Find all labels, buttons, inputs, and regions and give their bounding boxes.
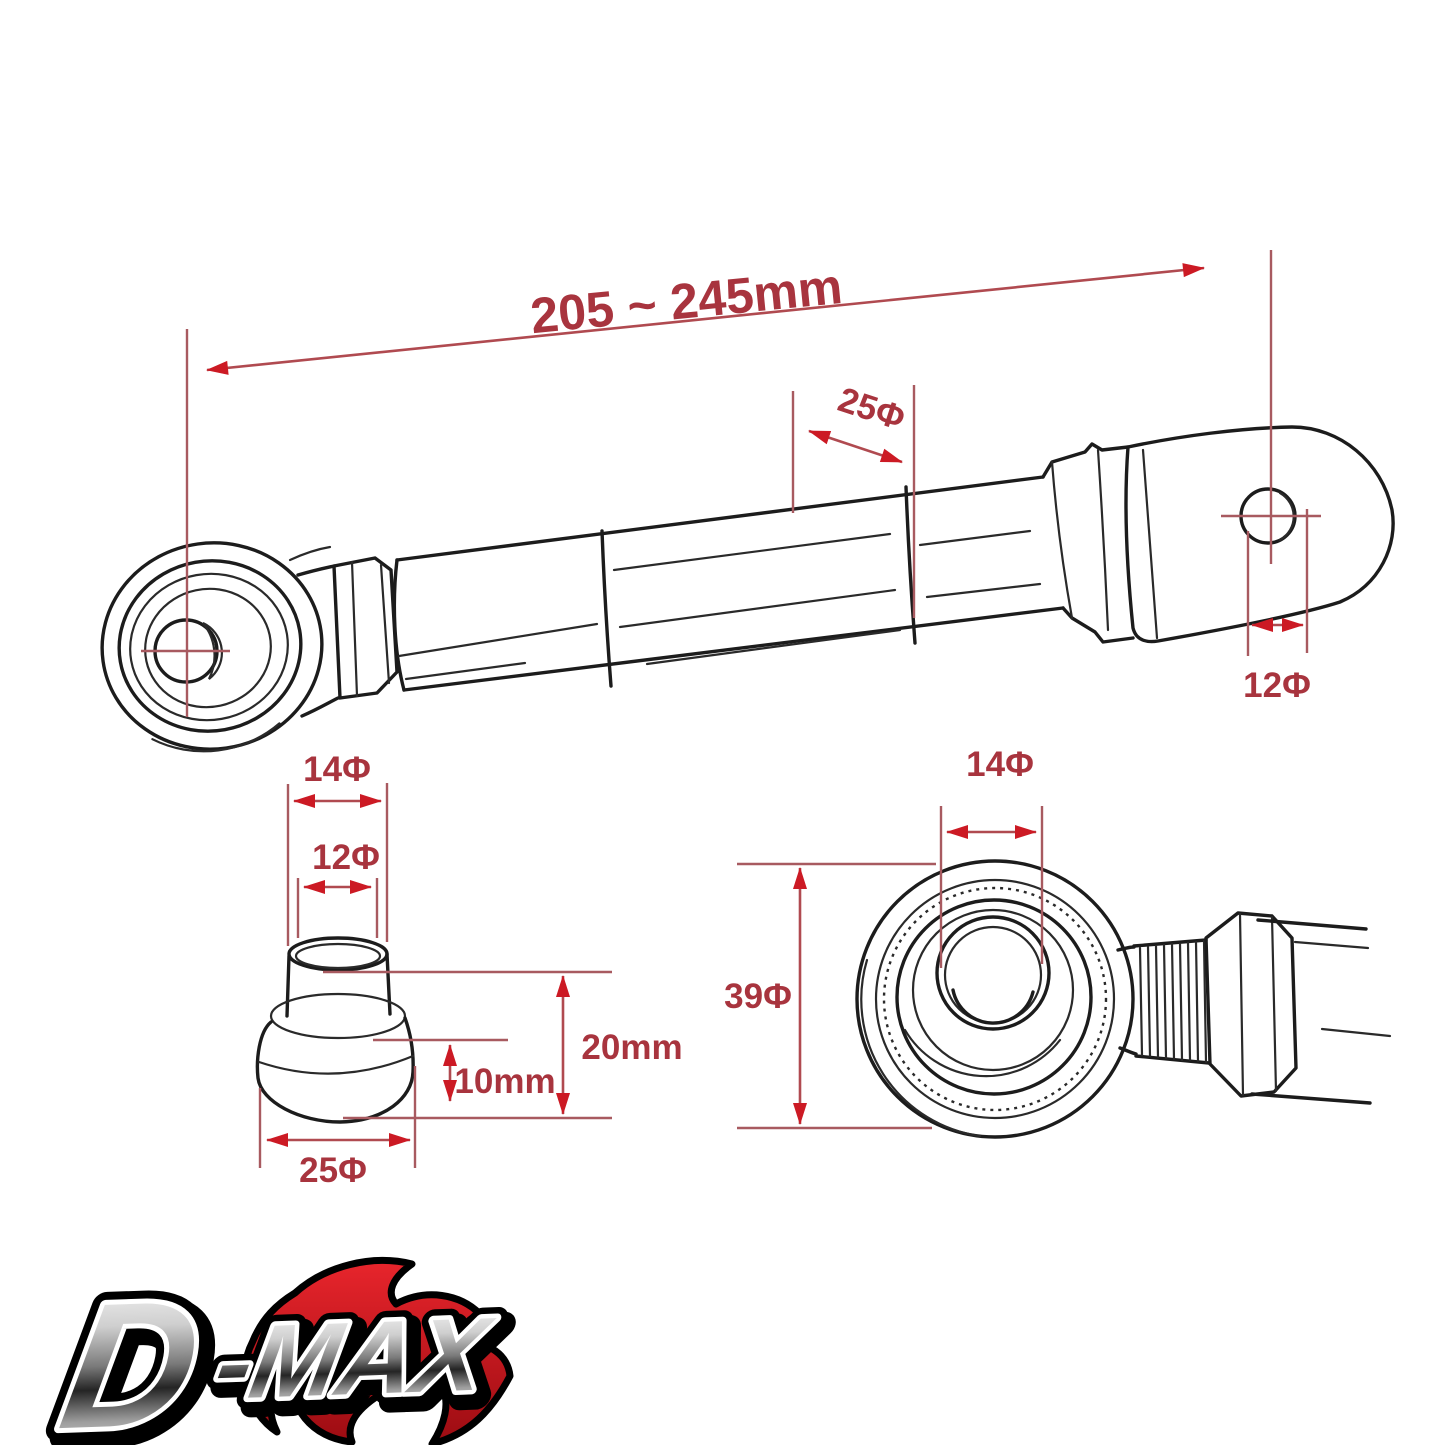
- bushing-top-od-label: 14Φ: [303, 750, 371, 789]
- thread-lines: [1138, 939, 1208, 1064]
- rod-end-dimensions: 14Φ 39Φ: [724, 745, 1044, 1130]
- bushing-base-od-label: 25Φ: [299, 1151, 367, 1190]
- logo-rest-outline: -MAX: [207, 1297, 501, 1422]
- left-rod-end-drawing: [100, 541, 340, 753]
- bushing-dimensions: 14Φ 12Φ 20mm 10mm 25Φ: [258, 750, 683, 1190]
- right-collar-drawing: [1041, 442, 1135, 644]
- main-rod-drawing: [100, 425, 1395, 753]
- logo-flame-shape: [241, 1257, 514, 1445]
- paddle-end-drawing: [1124, 425, 1395, 644]
- main-dimensions: 205 ~ 245mm 25Φ 12Φ: [141, 250, 1321, 717]
- shaft-drawing: [392, 475, 1065, 692]
- left-jam-nut-drawing: [332, 556, 399, 700]
- bushing-total-height-label: 20mm: [581, 1028, 682, 1067]
- overall-length-label: 205 ~ 245mm: [528, 258, 845, 344]
- rod-stub-drawing: [1250, 918, 1392, 1105]
- bushing-top-id-label: 12Φ: [312, 838, 380, 877]
- logo-rest-shadow: -MAX: [213, 1303, 507, 1428]
- rod-end-od-label: 39Φ: [724, 977, 792, 1016]
- logo-rest: -MAX: [207, 1297, 501, 1422]
- dmax-logo: D -MAX D -MAX D -MAX D -MAX: [36, 1251, 520, 1445]
- rod-end-bore-label: 14Φ: [966, 745, 1034, 784]
- rod-end-front-drawing: [855, 859, 1392, 1139]
- bushing-drawing: [255, 936, 415, 1124]
- body-diameter-label: 25Φ: [833, 380, 909, 438]
- hex-nut-drawing: [1204, 911, 1298, 1098]
- bushing-base-height-label: 10mm: [454, 1062, 555, 1101]
- logo-rest-white: -MAX: [207, 1297, 501, 1422]
- eye-hole-diameter-label: 12Φ: [1243, 666, 1311, 705]
